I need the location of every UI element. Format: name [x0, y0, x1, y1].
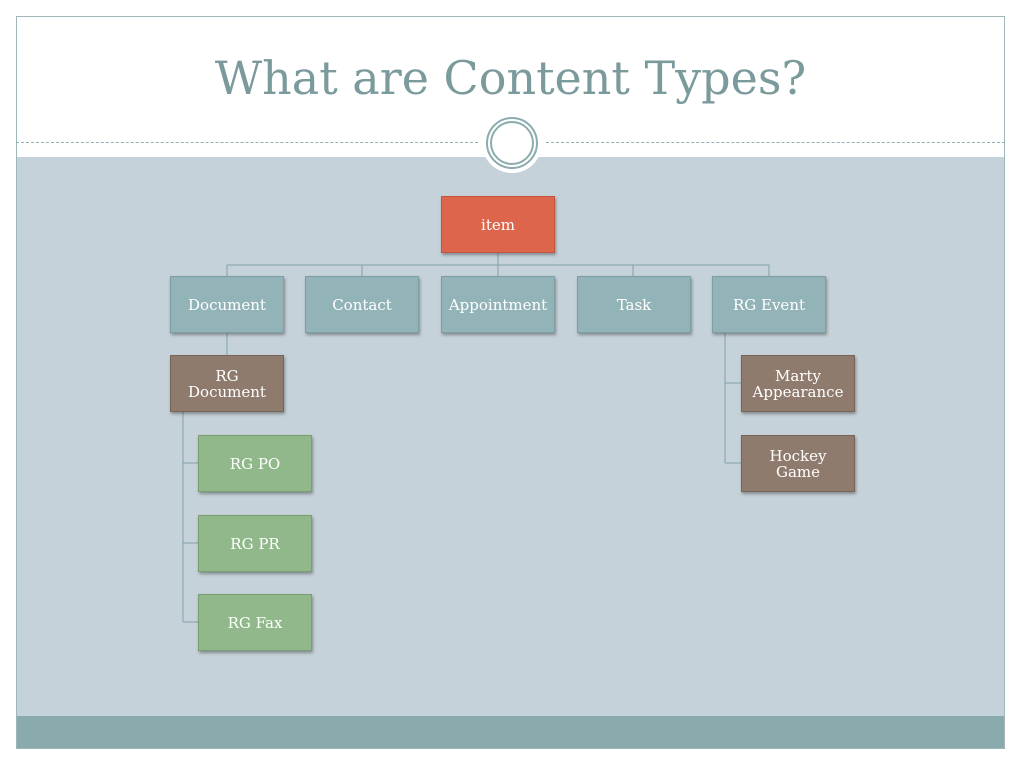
- header-divider-right: [546, 142, 1005, 143]
- connector-rg-document-to-children: [182, 412, 198, 623]
- node-marty-appearance: Marty Appearance: [741, 355, 855, 412]
- slide-title: What are Content Types?: [214, 51, 807, 105]
- connector-rg-event-to-children: [724, 333, 741, 464]
- node-rg-pr: RG PR: [198, 515, 312, 572]
- header-divider-left: [16, 142, 478, 143]
- connector-root-to-level1: [226, 253, 770, 276]
- node-rg-fax: RG Fax: [198, 594, 312, 651]
- footer-band: [17, 716, 1004, 748]
- node-document: Document: [170, 276, 284, 333]
- node-item: item: [441, 196, 555, 253]
- node-rg-po: RG PO: [198, 435, 312, 492]
- circle-ornament-icon: [482, 113, 542, 173]
- node-contact: Contact: [305, 276, 419, 333]
- node-hockey-game: Hockey Game: [741, 435, 855, 492]
- node-task: Task: [577, 276, 691, 333]
- node-rg-document: RG Document: [170, 355, 284, 412]
- node-appointment: Appointment: [441, 276, 555, 333]
- node-rg-event: RG Event: [712, 276, 826, 333]
